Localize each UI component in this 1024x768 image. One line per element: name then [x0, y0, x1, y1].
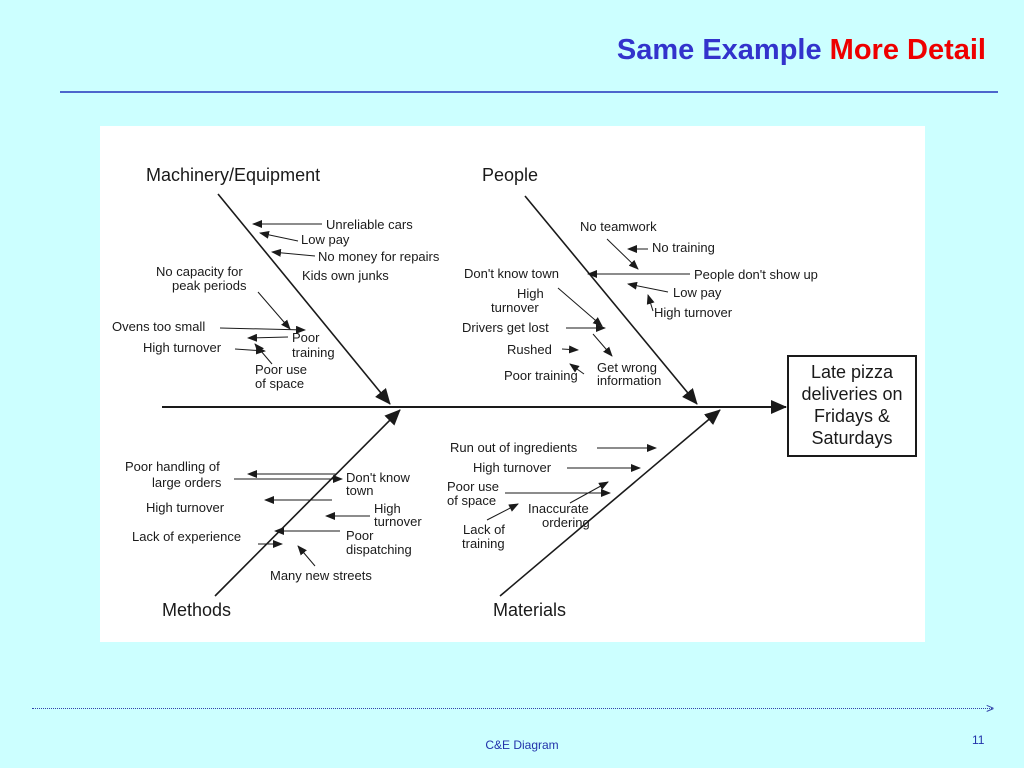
cause-poor-use-space-1: Poor use	[255, 362, 307, 377]
cause-dont-know-town-people: Don't know town	[464, 266, 559, 281]
title-underline	[60, 91, 998, 93]
cause-no-teamwork: No teamwork	[580, 219, 657, 234]
effect-box	[787, 355, 917, 457]
cause-poor-dispatching-2: dispatching	[346, 542, 412, 557]
category-methods: Methods	[162, 600, 231, 620]
effect-line-4: Saturdays	[811, 428, 892, 448]
bone-machinery	[217, 193, 391, 405]
cause-rushed: Rushed	[507, 342, 552, 357]
cause-high-turnover-methods: High turnover	[146, 500, 225, 515]
category-machinery: Machinery/Equipment	[146, 165, 320, 185]
cause-poor-training-people: Poor training	[504, 368, 578, 383]
cause-low-pay-people: Low pay	[673, 285, 722, 300]
bone-methods	[214, 409, 401, 597]
cause-poor-training-2: training	[292, 345, 335, 360]
cause-no-capacity-2: peak periods	[172, 278, 247, 293]
cause-lack-of-training-2: training	[462, 536, 505, 551]
cause-poor-handling-1: Poor handling of	[125, 459, 220, 474]
cause-get-wrong-info-1: Get wrong	[597, 360, 657, 375]
slide-title: Same Example More Detail	[617, 34, 986, 67]
cause-poor-use-space-mat-2: of space	[447, 493, 496, 508]
title-part-2: More Detail	[829, 34, 986, 66]
footer-text: C&E Diagram	[485, 738, 559, 752]
cause-high-turnover-methods-right-1: High	[374, 501, 401, 516]
category-people: People	[482, 165, 538, 185]
cause-high-turnover-people-right: High turnover	[654, 305, 733, 320]
effect-line-2: deliveries on	[801, 384, 902, 404]
cause-dont-know-town-methods-2: town	[346, 483, 373, 498]
cause-poor-use-space-2: of space	[255, 376, 304, 391]
footer-dotted-line	[32, 708, 992, 709]
category-materials: Materials	[493, 600, 566, 620]
cause-high-turnover-people-2: turnover	[491, 300, 539, 315]
cause-many-new-streets: Many new streets	[270, 568, 372, 583]
cause-run-out-ingredients: Run out of ingredients	[450, 440, 578, 455]
cause-no-money-repairs: No money for repairs	[318, 249, 440, 264]
cause-high-turnover-methods-right-2: turnover	[374, 514, 422, 529]
cause-poor-dispatching-1: Poor	[346, 528, 374, 543]
cause-people-dont-show: People don't show up	[694, 267, 818, 282]
cause-inaccurate-ordering-2: ordering	[542, 515, 590, 530]
cause-high-turnover-mach: High turnover	[143, 340, 222, 355]
cause-no-training: No training	[652, 240, 715, 255]
cause-inaccurate-ordering-1: Inaccurate	[528, 501, 589, 516]
fishbone-diagram: Late pizza deliveries on Fridays & Satur…	[100, 126, 925, 642]
cause-low-pay: Low pay	[301, 232, 350, 247]
effect-line-1: Late pizza	[811, 362, 894, 382]
cause-high-turnover-people-1: High	[517, 286, 544, 301]
cause-high-turnover-materials: High turnover	[473, 460, 552, 475]
cause-unreliable-cars: Unreliable cars	[326, 217, 413, 232]
bone-people	[524, 195, 698, 405]
page-number: 11	[972, 733, 985, 747]
effect-line-3: Fridays &	[814, 406, 890, 426]
cause-get-wrong-info-2: information	[597, 373, 661, 388]
cause-dont-know-town-methods-1: Don't know	[346, 470, 411, 485]
cause-lack-of-training-1: Lack of	[463, 522, 505, 537]
cause-drivers-get-lost: Drivers get lost	[462, 320, 549, 335]
cause-lack-of-experience: Lack of experience	[132, 529, 241, 544]
cause-poor-handling-2: large orders	[152, 475, 222, 490]
cause-kids-own-junks: Kids own junks	[302, 268, 389, 283]
bone-materials	[499, 409, 721, 597]
cause-poor-training-1: Poor	[292, 330, 320, 345]
fishbone-svg: Late pizza deliveries on Fridays & Satur…	[112, 165, 917, 620]
cause-ovens-too-small: Ovens too small	[112, 319, 205, 334]
title-part-1: Same Example	[616, 34, 822, 66]
cause-poor-use-space-mat-1: Poor use	[447, 479, 499, 494]
footer-arrow-icon: >	[986, 700, 995, 716]
cause-no-capacity-1: No capacity for	[156, 264, 243, 279]
